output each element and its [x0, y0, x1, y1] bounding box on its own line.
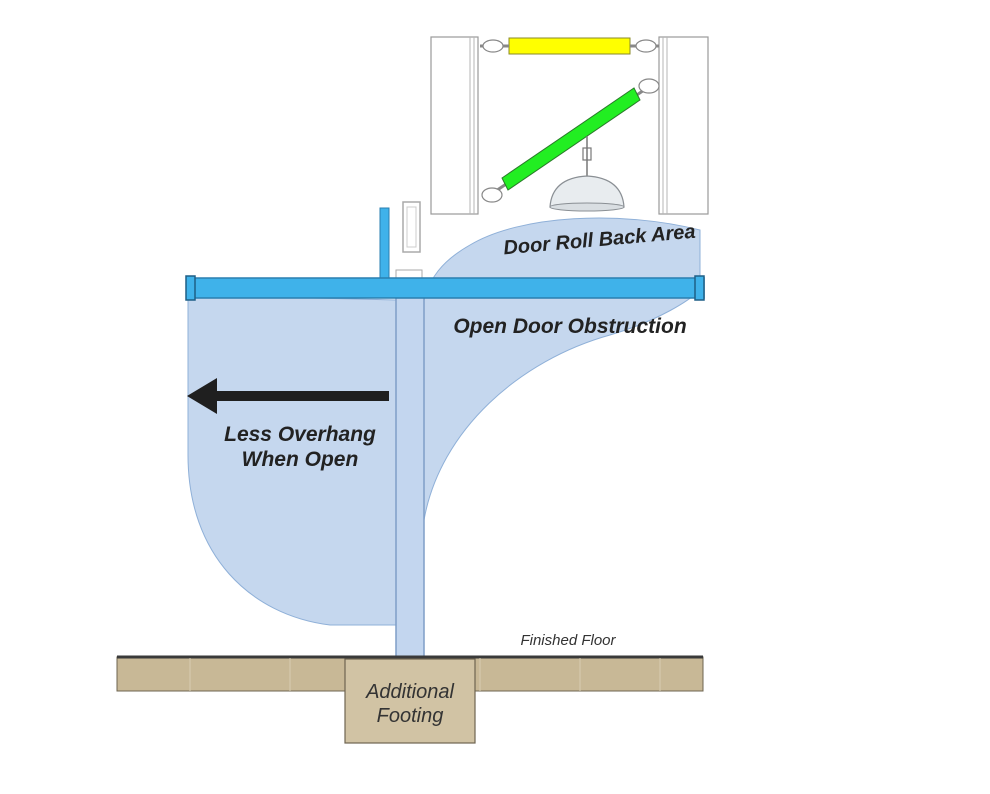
truss-diagonal-brace [481, 78, 660, 203]
support-column [395, 295, 425, 659]
open-door-obstruction-label: Open Door Obstruction [453, 315, 686, 338]
additional-footing-label-line2: Footing [377, 705, 444, 727]
truss-illustration [430, 36, 709, 215]
less-overhang-arrow [187, 378, 389, 414]
floor-joints [189, 658, 661, 691]
less-overhang-label-line1: Less Overhang [224, 423, 376, 446]
truss-top-brace [508, 37, 631, 55]
header-beam-left-cap [185, 275, 196, 301]
header-beam [187, 277, 705, 299]
door-panel-inner [406, 206, 417, 248]
door-panel-outline [402, 201, 421, 253]
additional-footing [344, 658, 476, 744]
finished-floor-label: Finished Floor [520, 632, 616, 649]
header-beam-right-cap [694, 275, 705, 301]
post-stub [379, 207, 390, 279]
less-overhang-label-line2: When Open [242, 448, 359, 471]
truss-left-post [430, 36, 479, 215]
pendant-light [549, 136, 625, 212]
truss-right-post [658, 36, 709, 215]
door-swing-area [187, 217, 701, 626]
additional-footing-label-line1: Additional [365, 681, 454, 703]
beam-clip [395, 269, 423, 279]
